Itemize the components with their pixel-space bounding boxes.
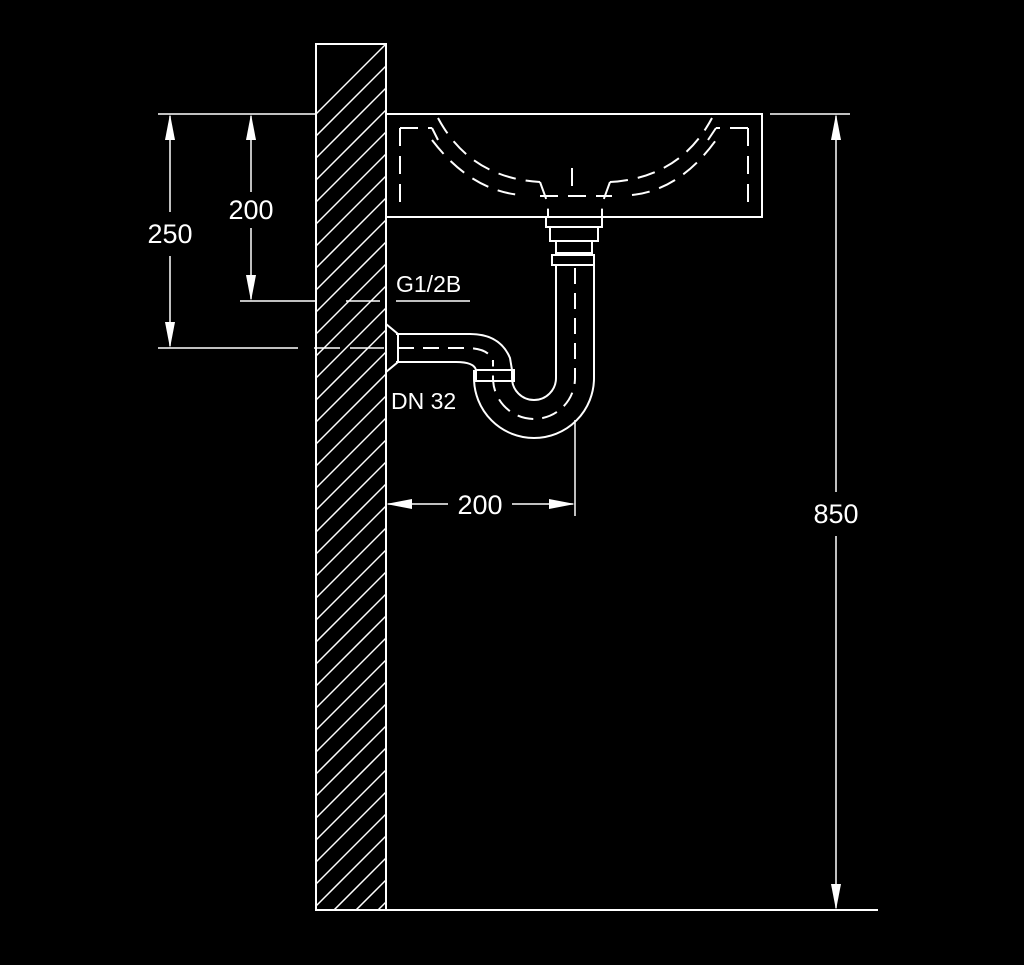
wall-hatch-line — [316, 637, 386, 709]
wall-hatch-line — [316, 153, 386, 225]
wall-hatch-line — [316, 659, 386, 731]
wall-hatch-line — [376, 901, 386, 910]
wall-hatch-line — [316, 924, 386, 965]
wall-hatch-line — [316, 571, 386, 643]
washbasin — [385, 113, 763, 218]
dim-200v-text: 200 — [228, 195, 273, 225]
dim-850-text: 850 — [813, 499, 858, 529]
wall-hatch-line — [316, 791, 386, 863]
wall-outline — [315, 43, 387, 911]
dim-250-arrow-top — [165, 114, 175, 140]
wall-hatch-line — [316, 681, 386, 753]
wall-hatch-line — [316, 285, 386, 357]
wall-hatch-line — [316, 87, 386, 159]
dim-850-arrow-bottom — [831, 884, 841, 910]
wall-hatch-line — [316, 615, 386, 687]
trap-outlet-upper — [396, 333, 513, 371]
waste-valve-collar — [551, 254, 595, 266]
dimension-200-vertical: 200 — [228, 114, 274, 301]
wall-hatch-line — [316, 813, 386, 885]
dimension-250: 250 — [147, 114, 193, 348]
waste-valve — [545, 216, 603, 266]
wall-hatch-line — [316, 175, 386, 247]
wall-hatch-line — [316, 417, 386, 489]
dim-200h-arrow-right — [549, 499, 575, 509]
dim-250-text: 250 — [147, 219, 192, 249]
washbasin-bowl-outer — [437, 117, 713, 183]
wall-hatch-line — [316, 725, 386, 797]
wall-hatch-line — [316, 307, 386, 379]
wall-rosette — [385, 323, 399, 373]
wall-hatch-line — [316, 505, 386, 577]
wall-section — [315, 43, 387, 965]
wall-hatch-line — [316, 131, 386, 203]
washbasin-inner-right — [707, 127, 749, 205]
wall-hatch-line — [332, 857, 386, 910]
dim-200h-text: 200 — [457, 490, 502, 520]
wall-hatch-line — [316, 461, 386, 533]
wall-hatch-line — [316, 395, 386, 467]
waste-valve-nut-lower — [555, 240, 593, 254]
dim-200v-arrow-bottom — [246, 275, 256, 301]
wall-hatch-line — [316, 703, 386, 775]
label-drain-size: DN 32 — [391, 388, 456, 414]
dim-850-arrow-top — [831, 114, 841, 140]
trap-centerline — [492, 268, 576, 420]
wall-hatch-line — [316, 197, 386, 269]
wall-hatch-line — [316, 219, 386, 291]
trap-outlet-lower — [396, 361, 477, 371]
dim-200v-arrow-top — [246, 114, 256, 140]
wall-hatch-line — [316, 439, 386, 511]
wall-hatch-line — [316, 109, 386, 181]
dimension-850: 850 — [813, 114, 859, 910]
wall-hatch-line — [316, 483, 386, 555]
wall-hatch-line — [316, 769, 386, 841]
wall-hatch-line — [354, 879, 386, 910]
label-water-connection: G1/2B — [396, 271, 461, 297]
wall-hatch-line — [316, 241, 386, 313]
extension-lines — [158, 113, 850, 516]
wall-hatch-line — [316, 373, 386, 445]
wall-hatch-line — [316, 329, 386, 401]
dim-250-arrow-bottom — [165, 322, 175, 348]
dim-200h-arrow-left — [386, 499, 412, 509]
siphon-trap — [385, 265, 595, 439]
dimension-200-horizontal: 200 — [386, 490, 575, 520]
waste-valve-nut — [549, 226, 599, 242]
trap-inner-line — [511, 265, 557, 401]
trap-nut — [475, 369, 515, 382]
trap-outer-line — [473, 265, 595, 439]
wall-hatch-line — [316, 263, 386, 335]
wall-hatch-line — [316, 835, 386, 907]
wall-hatch-line — [316, 549, 386, 621]
washbasin-bowl-inner — [431, 139, 717, 196]
wall-hatching — [316, 44, 386, 965]
wall-hatch-line — [316, 44, 386, 115]
wall-hatch-line — [316, 747, 386, 819]
trap-outlet-centerline — [398, 347, 494, 363]
washbasin-inner-left — [399, 127, 439, 205]
waste-valve-nut-top — [545, 216, 603, 228]
washbasin-drain-recess — [539, 168, 612, 216]
wall-hatch-line — [316, 593, 386, 665]
wall-hatch-line — [316, 527, 386, 599]
wall-hatch-line — [316, 65, 386, 137]
wall-hatch-line — [316, 351, 386, 423]
